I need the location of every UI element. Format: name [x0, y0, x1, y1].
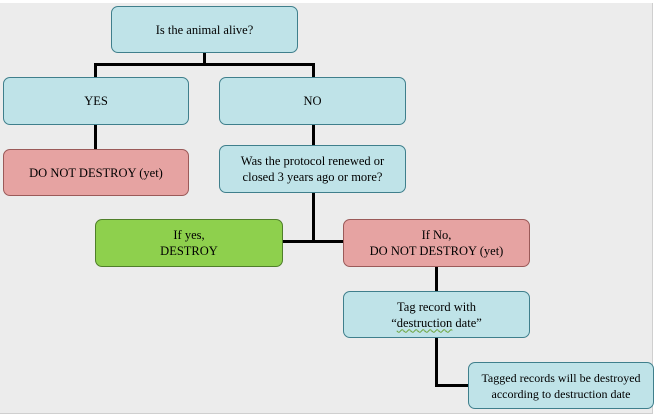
diagram-background — [0, 3, 653, 414]
root-question-text: Is the animal alive? — [155, 22, 254, 37]
destroy-text: DESTROY — [160, 244, 218, 258]
if-yes-text: If yes, — [173, 228, 205, 242]
tag-record-node: Tag record with “destruction date” — [343, 291, 530, 338]
connector-if-no-to-tag — [435, 266, 438, 291]
connector-tag-down — [435, 337, 438, 387]
if-no-text: If No, — [421, 228, 452, 242]
connector-to-yes — [94, 63, 97, 77]
if-yes-destroy-node: If yes, DESTROY — [95, 219, 283, 267]
tagged-records-node: Tagged records will be destroyed accordi… — [468, 362, 654, 409]
connector-tag-to-tagged — [435, 384, 469, 387]
do-not-destroy-text: DO NOT DESTROY (yet) — [29, 165, 163, 180]
connector-no-to-question — [312, 125, 315, 145]
tag-record-text: Tag record with — [397, 299, 476, 314]
connector-question-down — [312, 193, 315, 243]
if-no-dnd-text: DO NOT DESTROY (yet) — [369, 244, 504, 258]
date-word: date” — [452, 315, 482, 330]
no-text: NO — [303, 94, 322, 108]
protocol-question-text: Was the protocol renewed or closed 3 yea… — [240, 154, 385, 184]
connector-yes-to-dnd — [94, 125, 97, 149]
connector-root-down — [203, 52, 206, 65]
protocol-question-node: Was the protocol renewed or closed 3 yea… — [219, 145, 406, 193]
no-node: NO — [219, 77, 406, 125]
connector-to-if-yes — [282, 240, 315, 243]
open-quote: “ — [391, 315, 397, 330]
if-no-node: If No, DO NOT DESTROY (yet) — [343, 219, 530, 267]
destruction-word: destruction — [396, 315, 453, 330]
yes-node: YES — [3, 77, 189, 125]
connector-branch-horizontal — [94, 63, 315, 66]
connector-to-if-no — [312, 240, 345, 243]
connector-to-no — [312, 63, 315, 77]
do-not-destroy-node: DO NOT DESTROY (yet) — [3, 149, 189, 196]
tagged-records-text: Tagged records will be destroyed accordi… — [481, 370, 641, 401]
root-question-node: Is the animal alive? — [111, 6, 298, 53]
destruction-date-label: “destruction date” — [391, 315, 482, 331]
yes-text: YES — [84, 94, 108, 108]
